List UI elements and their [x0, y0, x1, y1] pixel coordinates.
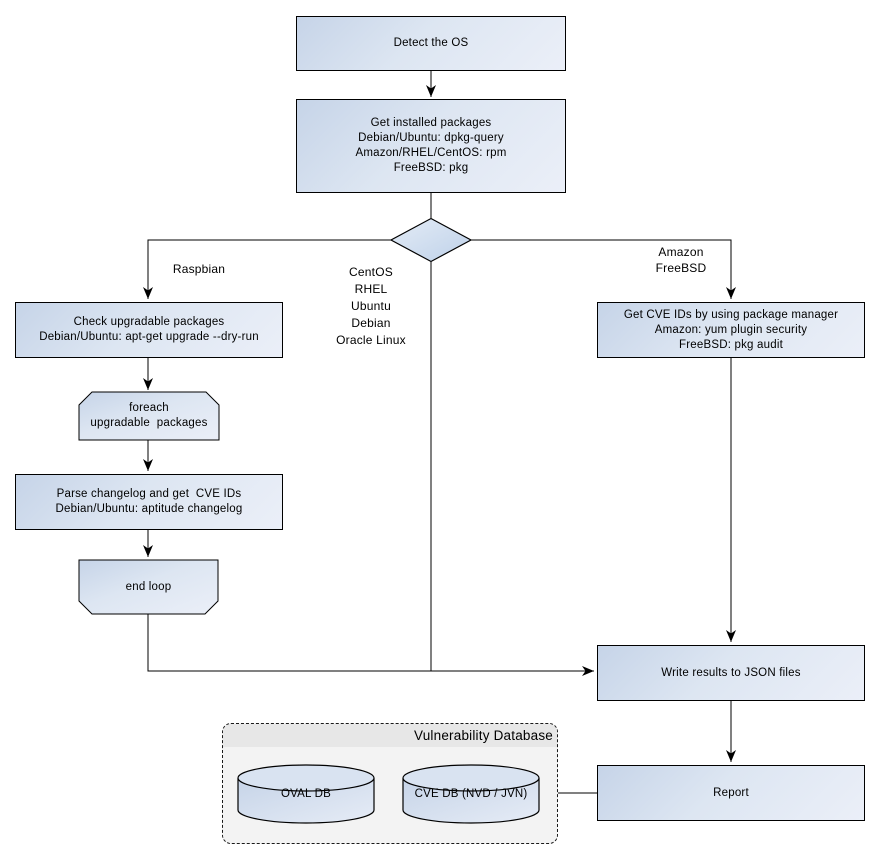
cve-db-cylinder-icon — [402, 764, 540, 824]
node-write-results-json: Write results to JSON files — [597, 645, 865, 701]
foreach-loop-shape — [78, 391, 220, 441]
node-detect-os: Detect the OS — [296, 16, 566, 71]
connector-decision-to-get-cve — [471, 239, 736, 299]
node-check-upgradable-packages: Check upgradable packages Debian/Ubuntu:… — [15, 302, 283, 358]
edge-label-centos-rhel-ubuntu-debian-oracle: CentOS RHEL Ubuntu Debian Oracle Linux — [336, 265, 406, 347]
vulnerability-database-title: Vulnerability Database — [223, 724, 557, 747]
node-get-installed-packages: Get installed packages Debian/Ubuntu: dp… — [296, 99, 566, 193]
oval-db-cylinder-icon — [237, 764, 375, 824]
decision-diamond — [389, 217, 473, 263]
connector-endloop-to-write-results — [147, 614, 594, 676]
edge-label-amazon-freebsd: Amazon FreeBSD — [655, 245, 707, 275]
node-get-cve-ids: Get CVE IDs by using package manager Ama… — [597, 302, 865, 358]
node-report: Report — [597, 765, 865, 821]
connector-decision-to-check-upgradable — [143, 239, 391, 299]
node-parse-changelog: Parse changelog and get CVE IDs Debian/U… — [15, 474, 283, 530]
end-loop-shape — [78, 559, 219, 615]
edge-label-raspbian: Raspbian — [172, 262, 226, 276]
